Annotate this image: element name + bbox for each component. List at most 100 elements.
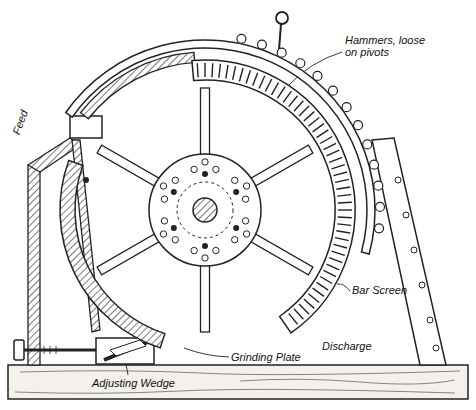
housing-bead: [296, 59, 305, 68]
housing-bead: [257, 40, 266, 49]
hub-hole: [242, 196, 248, 202]
screen-bar: [336, 231, 350, 233]
left-frame: [28, 165, 40, 365]
part-label: Bar Screen: [352, 284, 407, 296]
screen-bar: [304, 299, 314, 308]
screen-bar: [294, 101, 303, 111]
pivot: [171, 189, 177, 195]
housing-bead: [313, 71, 322, 80]
leader-lines: [126, 52, 350, 375]
hub-hole: [231, 177, 237, 183]
housing-bead: [328, 86, 337, 95]
screen-bar: [289, 313, 298, 324]
pivot: [202, 243, 208, 249]
hammer: [201, 260, 210, 332]
screen-bar: [333, 172, 347, 176]
hub-hole: [213, 247, 219, 253]
screen-bar: [338, 209, 352, 210]
screen-bar: [320, 277, 332, 284]
part-label: Grinding Plate: [231, 351, 301, 363]
pivot-hole: [202, 159, 208, 165]
pivot-hole: [160, 183, 166, 189]
screen-bar: [265, 79, 271, 91]
pivot-hole: [243, 231, 249, 237]
screen-bar: [289, 96, 298, 107]
screen-bar: [259, 76, 265, 89]
screen-bar: [283, 91, 291, 102]
hub-hole: [213, 166, 219, 172]
screen-bar: [329, 157, 342, 162]
screen-bar: [226, 65, 228, 79]
screen-bar: [313, 124, 324, 132]
screen-bar: [219, 64, 220, 78]
hammer: [246, 231, 313, 275]
screen-bar: [338, 202, 352, 204]
screen-bar: [327, 150, 340, 156]
screen-bar: [320, 137, 332, 144]
hub-circle: [177, 182, 233, 238]
screen-bar: [331, 251, 344, 255]
screen-bar: [324, 270, 336, 276]
screen-bar: [337, 224, 351, 225]
pivot-hole: [160, 231, 166, 237]
housing-bead: [363, 140, 372, 149]
screen-bar: [299, 106, 309, 116]
screen-bar: [294, 309, 303, 319]
screen-bar: [308, 117, 319, 126]
screen-bar: [197, 63, 199, 77]
shaft: [193, 198, 217, 222]
housing-bead: [354, 121, 363, 130]
pivot: [171, 225, 177, 231]
hammer: [246, 145, 313, 189]
hammer: [97, 145, 164, 189]
pivot: [233, 189, 239, 195]
screen-bar: [246, 70, 250, 83]
screen-bar: [233, 66, 236, 80]
screen-bar: [324, 143, 336, 149]
screen-bar: [338, 216, 352, 218]
hub-hole: [161, 196, 167, 202]
screw-knob: [14, 340, 24, 360]
pivot-hole: [243, 183, 249, 189]
wood-grain: [15, 371, 460, 394]
screen-bar: [327, 264, 340, 270]
screen-bar: [277, 87, 285, 99]
screen-bar: [335, 238, 349, 241]
screen-bar: [335, 179, 349, 182]
lifting-ring: [276, 12, 288, 24]
hub-hole: [172, 236, 178, 242]
hub-hole: [191, 247, 197, 253]
screen-bar: [308, 294, 319, 303]
screen-bar: [317, 282, 329, 290]
screen-bar: [211, 63, 213, 77]
part-label: Hammers, loose on pivots: [345, 34, 437, 58]
screen-bar: [204, 63, 205, 77]
hub-hole: [161, 218, 167, 224]
housing-bead: [277, 48, 286, 57]
housing-bead: [237, 34, 246, 43]
part-label: Adjusting Wedge: [90, 377, 177, 389]
frame-bolts: [395, 177, 439, 351]
screen-bar: [336, 187, 350, 189]
screen-bar: [333, 244, 347, 248]
screen-bar: [253, 73, 258, 86]
hub-hole: [191, 166, 197, 172]
housing-bead: [375, 224, 384, 233]
part-label: Discharge: [322, 340, 372, 352]
screen-bar: [329, 258, 342, 263]
hub-hole: [231, 236, 237, 242]
screen-bar: [304, 112, 314, 121]
pivot: [233, 225, 239, 231]
rotor-hub: [149, 154, 261, 266]
grinding-plate: [60, 160, 165, 347]
pivot: [202, 171, 208, 177]
screen-bar: [313, 288, 324, 296]
adjusting-screw: [24, 349, 96, 352]
housing-bead: [342, 103, 351, 112]
hub-hole: [172, 177, 178, 183]
feed-chute: [70, 116, 102, 138]
base-plank: [8, 365, 468, 399]
housing-bead: [370, 160, 379, 169]
